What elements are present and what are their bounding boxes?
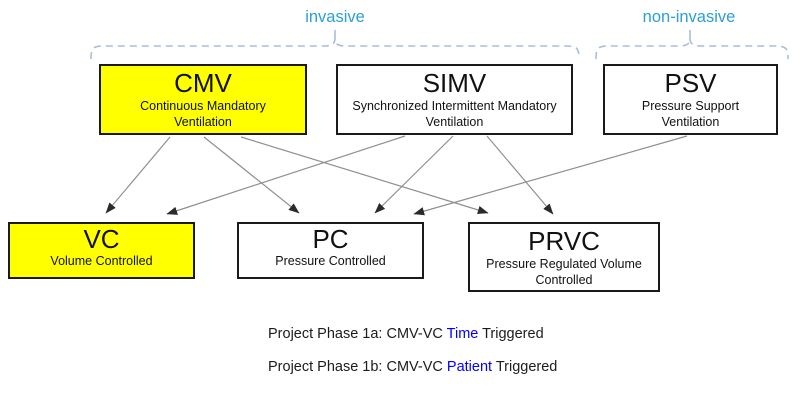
arrow-psv-pc — [413, 135, 688, 216]
note-suffix: Triggered — [492, 359, 558, 375]
project-phase-1a-note: Project Phase 1a: CMV-VC Time Triggered — [268, 326, 544, 343]
mode-full-name: Pressure Controlled — [275, 254, 386, 268]
arrow-cmv-vc — [105, 136, 171, 214]
mode-box-cmv: CMV Continuous Mandatory Ventilation — [99, 64, 307, 135]
mode-full-name: Continuous Mandatory Ventilation — [140, 99, 266, 129]
note-trigger-word: Patient — [446, 359, 493, 375]
mode-abbr: SIMV — [422, 68, 487, 98]
arrow-simv-pc — [374, 135, 454, 214]
mode-abbr: VC — [83, 224, 120, 254]
mode-full-name: Synchronized Intermittent Mandatory Vent… — [352, 99, 557, 129]
invasive-brace — [90, 30, 580, 60]
mode-abbr: PRVC — [528, 226, 600, 256]
arrow-simv-prvc — [486, 135, 554, 215]
mode-full-name: Pressure Regulated Volume Controlled — [486, 257, 642, 287]
arrow-cmv-prvc — [240, 136, 489, 215]
arrow-cmv-pc — [203, 136, 300, 214]
arrow-simv-vc — [166, 135, 406, 215]
project-phase-1b-note: Project Phase 1b: CMV-VC Patient Trigger… — [268, 359, 557, 376]
mode-box-prvc: PRVC Pressure Regulated Volume Controlle… — [468, 222, 660, 292]
mode-box-pc: PC Pressure Controlled — [237, 222, 424, 279]
note-suffix: Triggered — [478, 326, 544, 342]
mode-box-simv: SIMV Synchronized Intermittent Mandatory… — [336, 64, 573, 135]
mode-abbr: PC — [312, 224, 349, 254]
mode-abbr: CMV — [174, 68, 232, 98]
mode-full-name: Pressure Support Ventilation — [641, 99, 740, 129]
note-trigger-word: Time — [446, 326, 479, 342]
mode-box-psv: PSV Pressure Support Ventilation — [603, 64, 778, 135]
mode-box-vc: VC Volume Controlled — [8, 222, 195, 279]
noninvasive-brace — [595, 30, 789, 60]
mode-full-name: Volume Controlled — [50, 254, 153, 268]
note-prefix: Project Phase 1b: CMV-VC — [268, 359, 447, 375]
note-prefix: Project Phase 1a: CMV-VC — [268, 326, 447, 342]
mode-abbr: PSV — [664, 68, 717, 98]
group-label-noninvasive: non-invasive — [642, 8, 736, 26]
group-label-invasive: invasive — [305, 8, 365, 26]
